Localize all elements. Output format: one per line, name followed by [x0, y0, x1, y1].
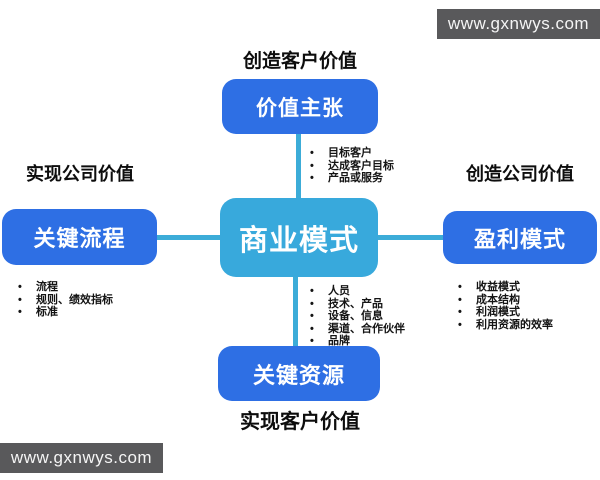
bullet-item: 流程 [12, 281, 113, 294]
bullet-item: 利润模式 [452, 306, 553, 319]
label-realize-customer-value: 实现客户价值 [240, 411, 360, 433]
label-create-company-value: 创造公司价值 [466, 164, 574, 184]
label-realize-company-value: 实现公司价值 [26, 164, 134, 184]
bullet-item: 渠道、合作伙伴 [304, 323, 405, 336]
node-key-resources: 关键资源 [218, 346, 380, 401]
node-profit-model: 盈利模式 [443, 211, 597, 264]
bullet-item: 产品或服务 [304, 172, 394, 185]
bullet-item: 标准 [12, 306, 113, 319]
watermark-text: www.gxnwys.com [447, 14, 590, 33]
node-key-processes: 关键流程 [2, 209, 157, 265]
bullets-key-processes: 流程 规则、绩效指标 标准 [12, 281, 113, 319]
bullet-item: 成本结构 [452, 294, 553, 307]
connector-left-horizontal [155, 235, 221, 240]
bullet-item: 利用资源的效率 [452, 319, 553, 332]
watermark-bottom-left: www.gxnwys.com [0, 443, 163, 473]
bullet-item: 技术、产品 [304, 298, 405, 311]
bullets-value-proposition: 目标客户 达成客户目标 产品或服务 [304, 147, 394, 185]
bullet-item: 设备、信息 [304, 310, 405, 323]
label-create-customer-value: 创造客户价值 [242, 51, 357, 72]
bullet-item: 规则、绩效指标 [12, 294, 113, 307]
bullets-key-resources: 人员 技术、产品 设备、信息 渠道、合作伙伴 品牌 [304, 285, 405, 348]
watermark-top-right: www.gxnwys.com [437, 9, 600, 39]
connector-right-horizontal [377, 235, 443, 240]
bullet-item: 达成客户目标 [304, 160, 394, 173]
node-value-proposition: 价值主张 [222, 79, 378, 134]
bullet-item: 目标客户 [304, 147, 394, 160]
connector-bottom-vertical [293, 276, 298, 347]
bullet-item: 收益模式 [452, 281, 553, 294]
watermark-text: www.gxnwys.com [10, 448, 153, 467]
connector-top-vertical [296, 133, 301, 199]
node-business-model: 商业模式 [220, 198, 378, 277]
bullets-profit-model: 收益模式 成本结构 利润模式 利用资源的效率 [452, 281, 553, 331]
bullet-item: 品牌 [304, 335, 405, 348]
bullet-item: 人员 [304, 285, 405, 298]
